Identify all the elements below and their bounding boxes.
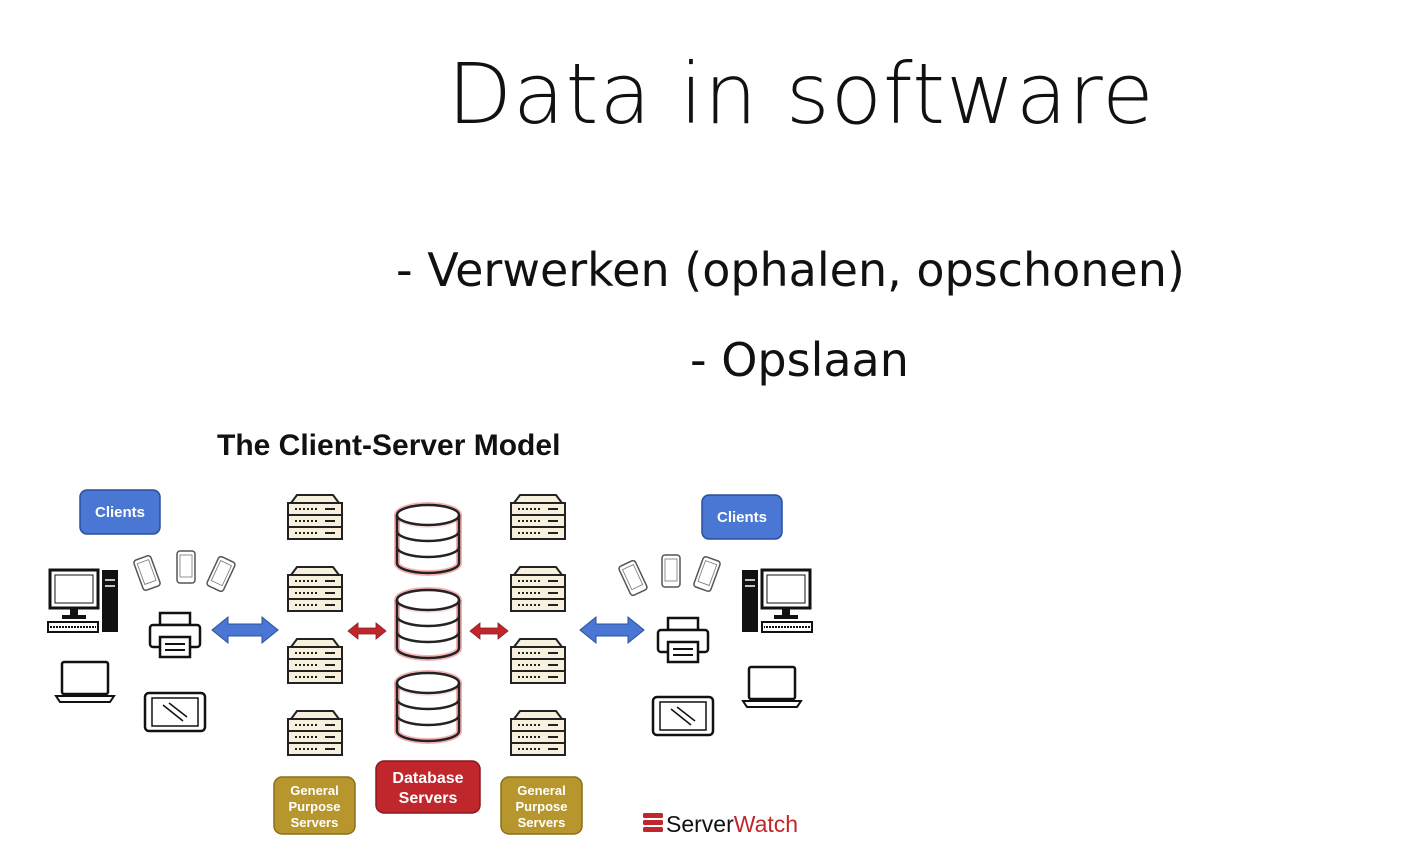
svg-text:Purpose: Purpose xyxy=(515,799,567,814)
server-db-arrow-right xyxy=(469,622,509,640)
client-server-arrow-left xyxy=(211,615,279,645)
slide-title: Data in software xyxy=(447,45,1155,143)
svg-text:Database: Database xyxy=(392,770,463,787)
general-purpose-servers-right-label: General Purpose Servers xyxy=(500,776,583,835)
database-icon xyxy=(397,590,459,658)
laptop-left-icon xyxy=(54,660,116,704)
printer-right-icon xyxy=(656,616,710,664)
desktop-left-icon xyxy=(46,568,120,634)
phone-icon xyxy=(617,558,649,598)
bullet-verwerken: - Verwerken (ophalen, opschonen) xyxy=(396,243,1185,297)
server-icon xyxy=(287,710,343,756)
desktop-right-icon xyxy=(740,568,814,634)
svg-text:Clients: Clients xyxy=(95,504,145,521)
phone-icon xyxy=(661,554,681,588)
client-server-arrow-right xyxy=(579,615,645,645)
server-icon xyxy=(510,710,566,756)
svg-text:Servers: Servers xyxy=(399,790,458,807)
server-db-arrow-left xyxy=(347,622,387,640)
logo-text-watch: Watch xyxy=(734,811,798,837)
tablet-right-icon xyxy=(651,695,715,737)
server-icon xyxy=(510,638,566,684)
database-icon xyxy=(397,505,459,573)
server-icon xyxy=(510,494,566,540)
serverwatch-logo: ServerWatch xyxy=(643,811,798,837)
serverwatch-logo-icon xyxy=(643,813,663,832)
svg-text:Servers: Servers xyxy=(291,815,339,830)
client-server-diagram: The Client-Server Model Clients Clients xyxy=(0,415,830,854)
general-purpose-servers-left-label: General Purpose Servers xyxy=(273,776,356,835)
svg-text:ServerWatch: ServerWatch xyxy=(666,811,798,837)
logo-text-server: Server xyxy=(666,811,734,837)
clients-right-label: Clients xyxy=(701,494,783,540)
phone-icon xyxy=(205,554,237,594)
diagram-title: The Client-Server Model xyxy=(217,429,560,462)
server-icon xyxy=(287,566,343,612)
laptop-right-icon xyxy=(741,665,803,709)
server-icon xyxy=(287,494,343,540)
phone-icon xyxy=(692,555,722,593)
svg-text:General: General xyxy=(517,783,565,798)
database-servers-label: Database Servers xyxy=(375,760,481,814)
clients-left-label: Clients xyxy=(79,489,161,535)
svg-text:Servers: Servers xyxy=(518,815,566,830)
svg-text:Clients: Clients xyxy=(717,509,767,526)
server-icon xyxy=(510,566,566,612)
printer-left-icon xyxy=(148,611,202,659)
database-icon xyxy=(397,673,459,741)
phone-icon xyxy=(176,550,196,584)
svg-text:General: General xyxy=(290,783,338,798)
phone-icon xyxy=(132,554,162,592)
tablet-left-icon xyxy=(143,691,207,733)
bullet-opslaan: - Opslaan xyxy=(690,333,909,387)
server-icon xyxy=(287,638,343,684)
svg-text:Purpose: Purpose xyxy=(288,799,340,814)
